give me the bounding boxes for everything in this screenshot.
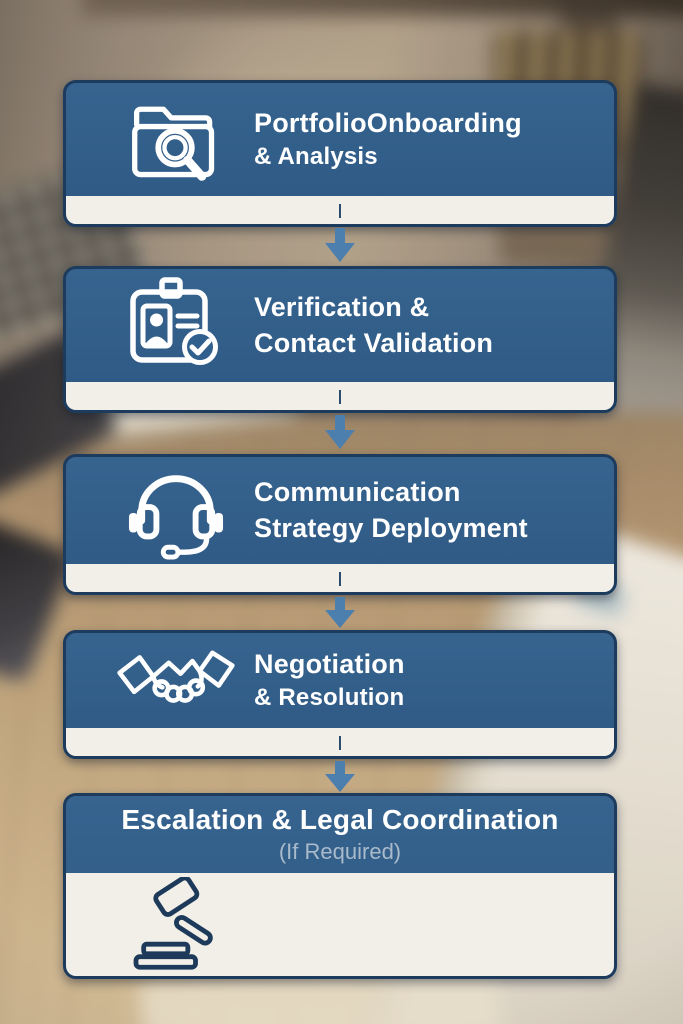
headset-icon [116,462,236,560]
connector-stub: | [337,733,343,751]
folder-search-icon [116,92,236,188]
down-arrow-2 [322,415,358,454]
down-arrow-3 [322,597,358,633]
step-card-escalation-legal: Escalation & Legal Coordination (If Requ… [63,793,617,979]
step-title-line2: Contact Validation [254,327,494,358]
connector-stub: | [337,387,343,405]
step-4-titles: Negotiation & Resolution [254,647,405,713]
step-1-main: PortfolioOnboarding & Analysis [66,83,614,196]
step-4-strip: | [66,728,614,756]
step-2-titles: Verification & Contact Validation [254,290,493,360]
step-card-verification: Verification & Contact Validation | [63,266,617,413]
top-dark-edge [82,0,683,16]
step-title: Escalation & Legal Coordination [121,804,559,836]
step-1-titles: PortfolioOnboarding & Analysis [254,106,522,172]
step-4-main: Negotiation & Resolution [66,633,614,728]
connector-stub: | [337,201,343,219]
down-arrow-1 [322,228,358,267]
step-title-line1: Communication [254,477,461,508]
gavel-icon [124,876,244,973]
down-arrow-4 [322,761,358,797]
step-2-main: Verification & Contact Validation [66,269,614,382]
step-5-body [66,873,614,976]
step-2-strip: | [66,382,614,410]
step-subtitle: (If Required) [278,838,402,864]
step-5-header: Escalation & Legal Coordination (If Requ… [66,796,614,873]
step-card-communication: Communication Strategy Deployment | [63,454,617,595]
step-title-line2: & Analysis [254,143,378,171]
step-1-strip: | [66,196,614,224]
connector-stub: | [337,569,343,587]
step-title-line2: & Resolution [254,684,405,712]
id-card-check-icon [116,276,236,376]
step-3-strip: | [66,564,614,592]
step-title-line1: PortfolioOnboarding [254,108,522,139]
step-3-main: Communication Strategy Deployment [66,457,614,564]
handshake-icon [116,642,236,720]
step-3-titles: Communication Strategy Deployment [254,475,528,545]
step-title-line1: Negotiation [254,649,405,680]
step-card-portfolio-onboarding: PortfolioOnboarding & Analysis | [63,80,617,227]
step-title-line2: Strategy Deployment [254,512,528,543]
step-card-negotiation: Negotiation & Resolution | [63,630,617,759]
step-title-line1: Verification & [254,292,430,323]
